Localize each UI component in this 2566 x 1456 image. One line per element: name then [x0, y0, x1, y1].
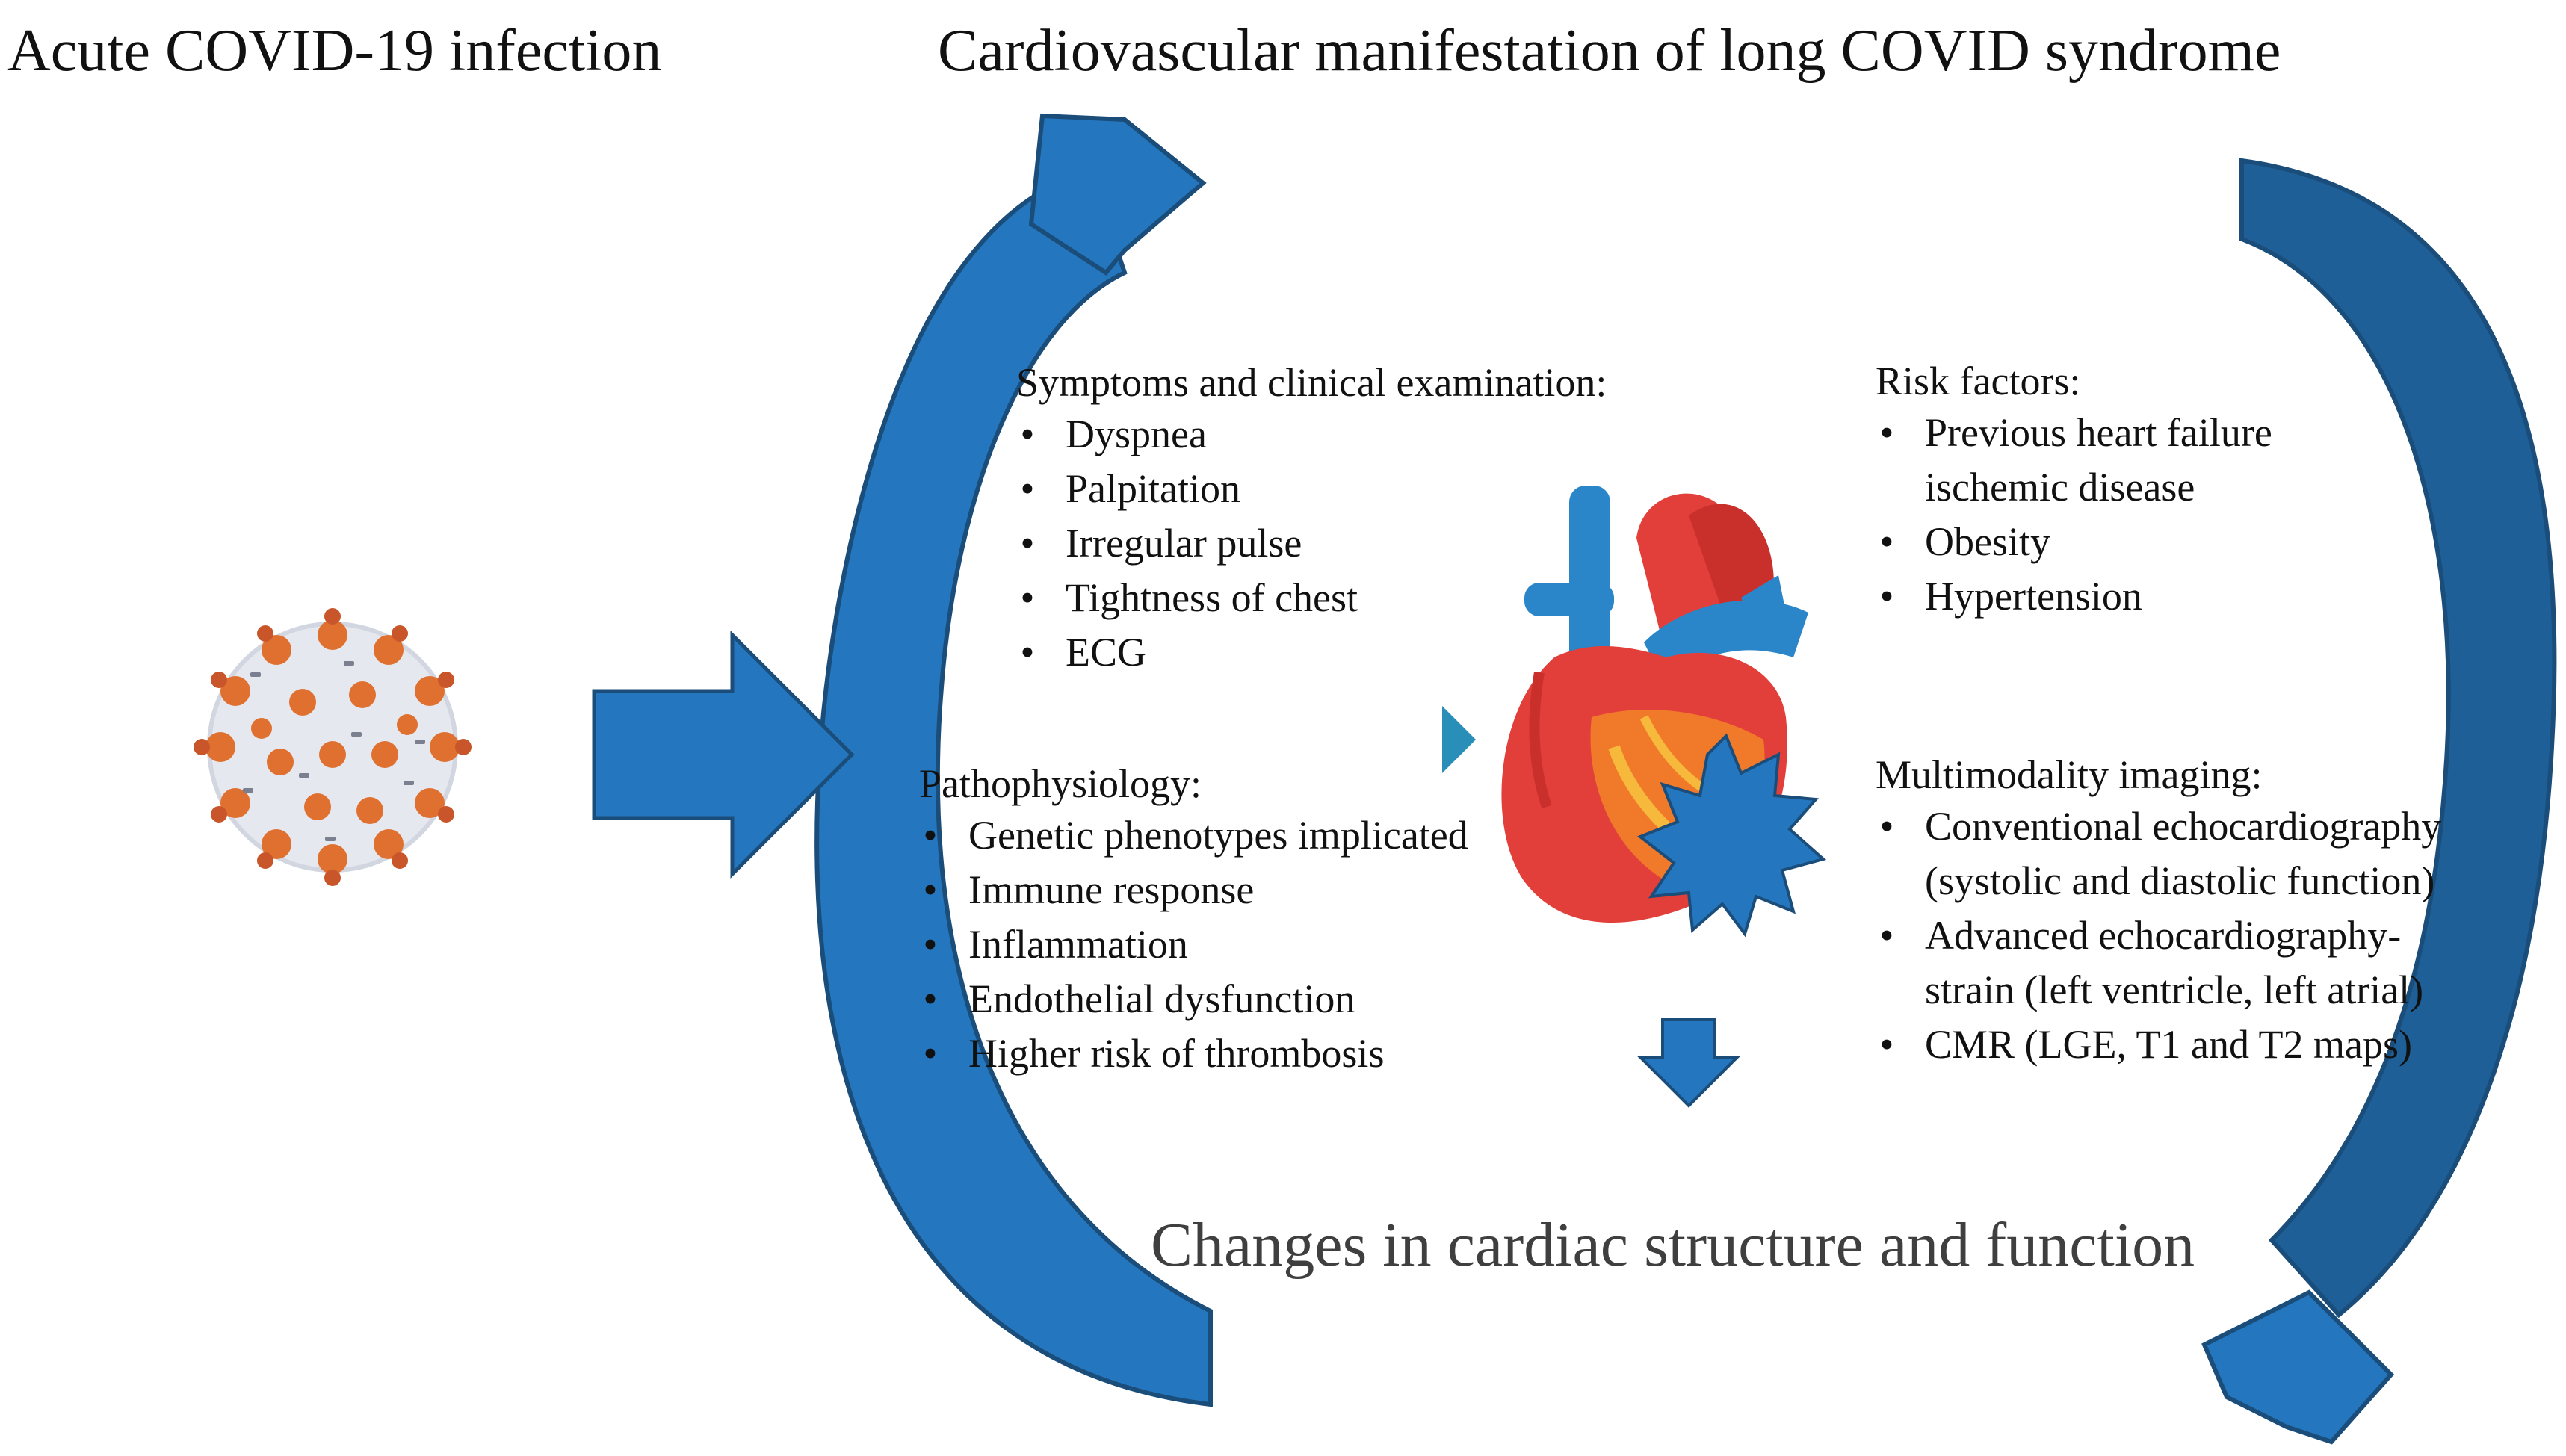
list-item: •CMR (LGE, T1 and T2 maps): [1879, 1021, 2412, 1067]
title-acute-covid: Acute COVID-19 infection: [7, 18, 662, 84]
list-item: •Dyspnea: [1020, 411, 1207, 456]
small-pointer-triangle: [1442, 706, 1476, 773]
left-cycle-arrow: [814, 113, 1213, 1407]
right-cycle-arrow: [2201, 158, 2557, 1445]
list-item: •Immune response: [923, 867, 1255, 912]
list-item: •Tightness of chest: [1020, 574, 1358, 620]
list-item: •Hypertension: [1879, 573, 2142, 619]
imaging-heading: Multimodality imaging:: [1876, 752, 2263, 797]
list-item: •ECG: [1020, 629, 1146, 675]
list-item: •Obesity: [1879, 518, 2050, 564]
imaging-list: •Conventional echocardiography(systolic …: [1876, 799, 2442, 1072]
list-item: •Higher risk of thrombosis: [923, 1030, 1385, 1076]
symptoms-block: Symptoms and clinical examination: •Dysp…: [1016, 359, 1607, 680]
list-item: •Irregular pulse: [1020, 520, 1302, 566]
symptoms-list: •Dyspnea •Palpitation •Irregular pulse •…: [1016, 407, 1607, 680]
bottom-caption: Changes in cardiac structure and functio…: [1151, 1210, 2195, 1280]
injury-starburst: [1637, 733, 1827, 938]
list-item: •Inflammation: [923, 921, 1188, 967]
pathophysiology-list: •Genetic phenotypes implicated •Immune r…: [919, 808, 1468, 1081]
pathophysiology-block: Pathophysiology: •Genetic phenotypes imp…: [919, 760, 1468, 1081]
main-right-arrow: [592, 630, 855, 879]
symptoms-heading: Symptoms and clinical examination:: [1016, 360, 1607, 405]
list-item: •Conventional echocardiography(systolic …: [1879, 803, 2442, 903]
list-item: •Endothelial dysfunction: [923, 976, 1355, 1021]
list-item: •Palpitation: [1020, 465, 1240, 511]
down-arrow: [1636, 1018, 1741, 1108]
risk-factors-heading: Risk factors:: [1876, 359, 2081, 403]
imaging-block: Multimodality imaging: •Conventional ech…: [1876, 751, 2441, 1072]
list-item: •Genetic phenotypes implicated: [923, 812, 1468, 858]
pathophysiology-heading: Pathophysiology:: [919, 761, 1202, 806]
list-item: •Advanced echocardiography-strain (left …: [1879, 912, 2424, 1012]
title-long-covid-cardio: Cardiovascular manifestation of long COV…: [938, 18, 2281, 84]
virus-illustration: [194, 608, 472, 886]
heart-illustration: [1501, 486, 1827, 938]
